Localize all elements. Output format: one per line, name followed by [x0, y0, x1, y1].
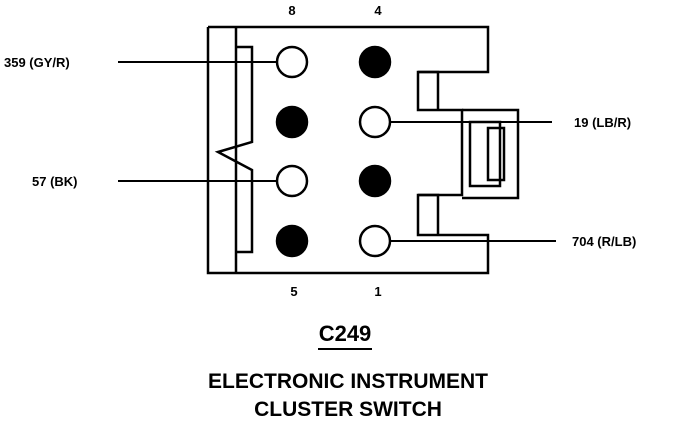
cavity-2 — [358, 164, 392, 198]
connector-housing — [206, 25, 520, 275]
connector-name-line-2: CLUSTER SWITCH — [254, 398, 442, 421]
housing-right-latch — [462, 108, 520, 200]
wire-leads — [118, 61, 556, 242]
cavity-number-1: 1 — [374, 284, 381, 299]
housing-right-lower-lip — [418, 193, 440, 235]
cavity-6 — [275, 164, 309, 198]
wire-label-359: 359 (GY/R) — [4, 55, 70, 70]
housing-right-latch-inner — [468, 120, 502, 188]
cavity-7 — [275, 105, 309, 139]
wire-label-19: 19 (LB/R) — [574, 115, 631, 130]
wire-label-57: 57 (BK) — [32, 174, 78, 189]
housing-right-latch-tab — [486, 126, 506, 182]
cavity-1 — [358, 224, 392, 258]
cavity-number-5: 5 — [290, 284, 297, 299]
cavity-number-4: 4 — [374, 3, 382, 18]
housing-right-upper-lip — [418, 70, 440, 110]
connector-code: C249 — [319, 321, 372, 346]
cavity-number-8: 8 — [288, 3, 295, 18]
cavity-5 — [275, 224, 309, 258]
housing-left-latch — [214, 45, 254, 254]
wire-label-704: 704 (R/LB) — [572, 234, 636, 249]
cavity-4 — [358, 45, 392, 79]
cavity-3 — [358, 105, 392, 139]
cavity-grid — [275, 45, 392, 258]
housing-outline — [206, 25, 490, 275]
cavity-8 — [275, 45, 309, 79]
connector-name-line-1: ELECTRONIC INSTRUMENT — [208, 370, 488, 393]
